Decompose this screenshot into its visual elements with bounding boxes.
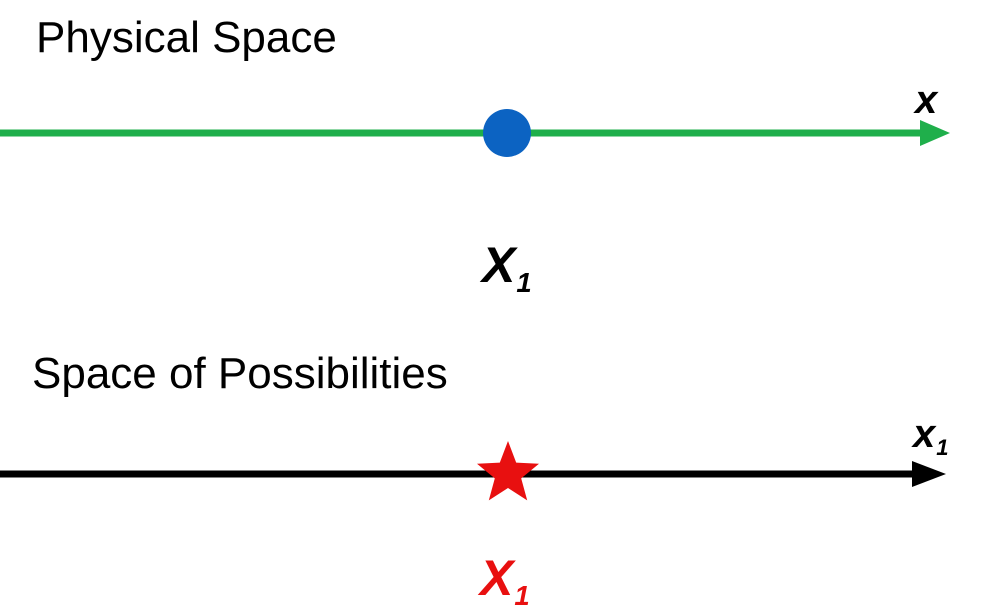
possibility-point-label: X1 — [480, 550, 530, 612]
physical-axis-arrowhead — [920, 120, 950, 146]
physical-point-label: X1 — [482, 237, 532, 299]
physical-axis-label: x — [915, 78, 938, 122]
physical-point-marker — [483, 109, 531, 157]
physical-space-title: Physical Space — [36, 13, 337, 62]
possibility-axis-label: x1 — [913, 412, 949, 461]
possibility-star-marker — [477, 441, 539, 501]
possibility-space-title: Space of Possibilities — [32, 349, 448, 398]
possibility-axis-arrowhead — [912, 461, 946, 487]
